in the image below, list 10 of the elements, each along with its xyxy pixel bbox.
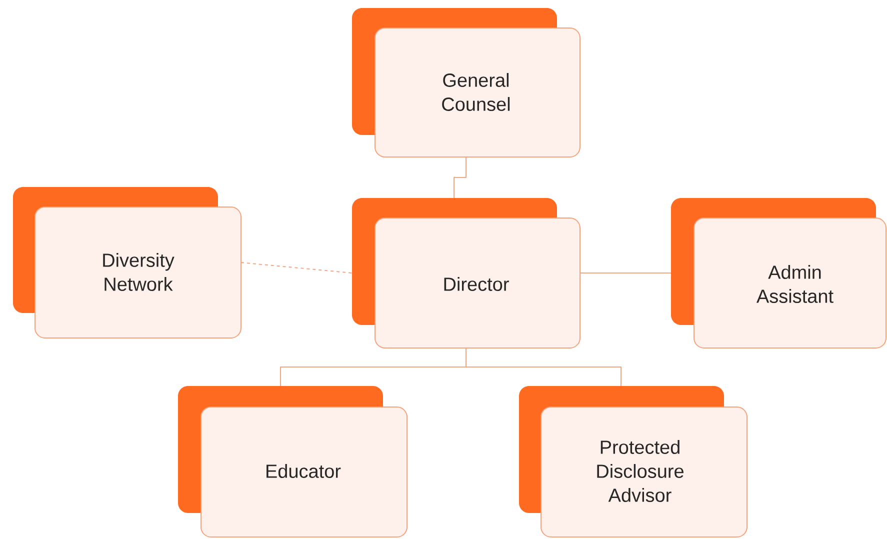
org-box: Diversity Network — [13, 187, 242, 338]
org-box: Protected Disclosure Advisor — [519, 386, 748, 538]
connector-line — [240, 262, 352, 274]
connector-line — [580, 272, 672, 274]
org-box: Educator — [178, 386, 408, 538]
org-box: Admin Assistant — [671, 198, 886, 348]
connector-line — [466, 348, 622, 386]
connector-line — [454, 156, 466, 198]
org-box: Director — [352, 198, 580, 348]
org-box: General Counsel — [352, 8, 580, 158]
